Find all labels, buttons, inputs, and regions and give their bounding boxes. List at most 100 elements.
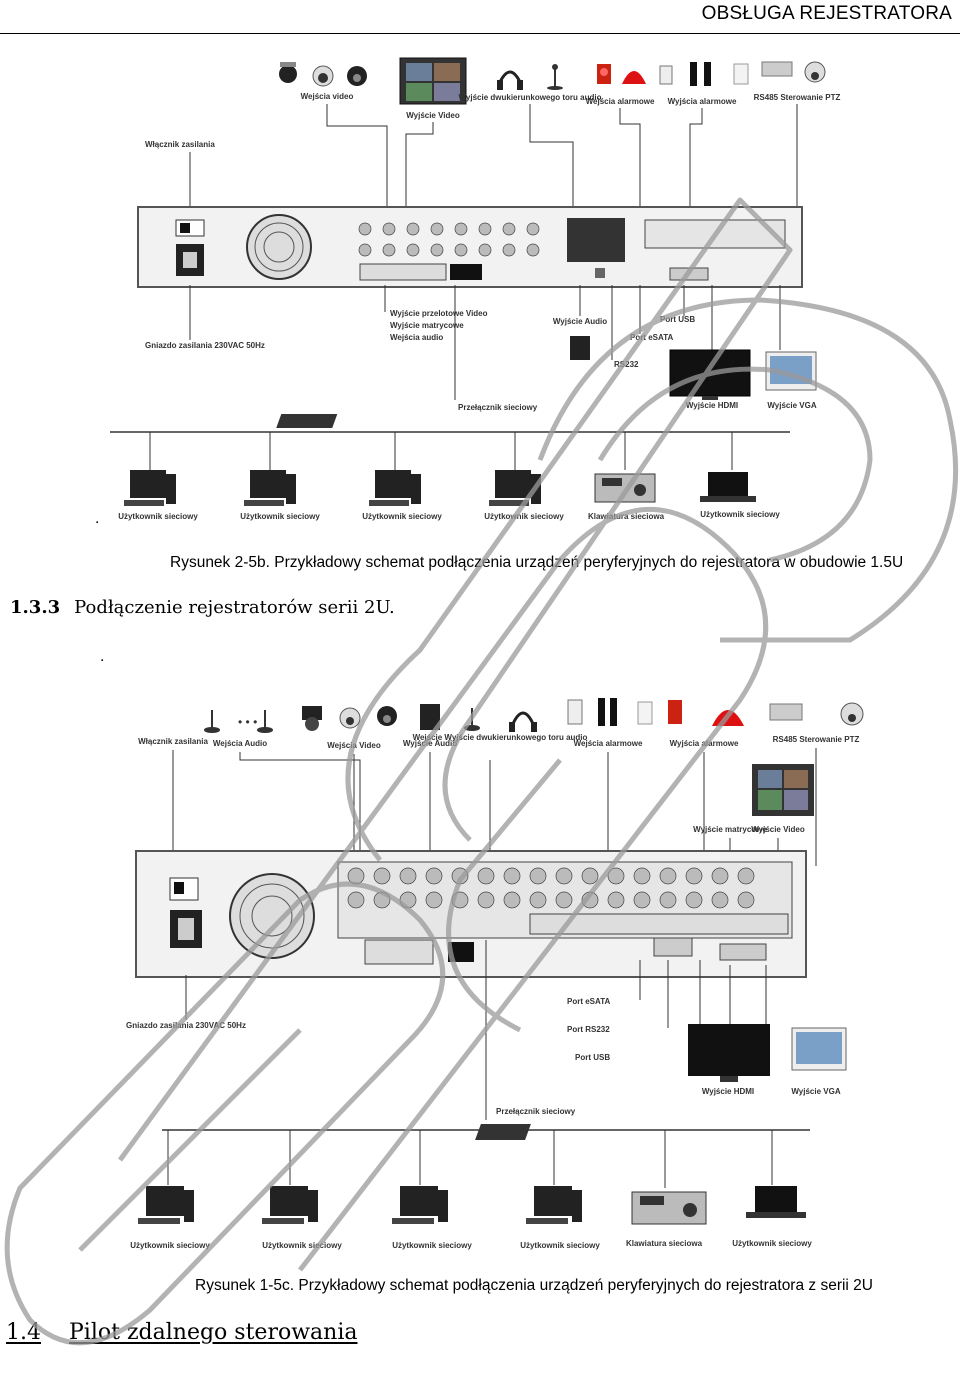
bnc-connector xyxy=(711,891,729,909)
label-video-inputs: Wejścia Video xyxy=(327,741,381,750)
label-usb-port: Port USB xyxy=(660,315,695,324)
label-video-output: Wyjście Video xyxy=(406,111,460,120)
label-audio-in-out: Wyjście dwukierunkowego toru audio xyxy=(459,93,602,102)
workstation-icons xyxy=(124,470,541,506)
label-alarm-inputs: Wejścia alarmowe xyxy=(586,97,655,106)
bnc-connector xyxy=(373,867,391,885)
section-title: Podłączenie rejestratorów serii 2U. xyxy=(74,597,395,618)
label-network-switch: Przełącznik sieciowy xyxy=(458,403,538,412)
label-matrix-output: Wyjście matrycowe xyxy=(390,321,464,330)
bnc-connector xyxy=(633,891,651,909)
bnc-connector xyxy=(425,891,443,909)
diagram-2: • • • Włącznik zasilania Wejścia Audio W… xyxy=(126,698,864,1250)
bnc-connector xyxy=(451,891,469,909)
bnc-connector xyxy=(711,867,729,885)
label-network-keyboard: Klawiatura sieciowa xyxy=(588,512,665,521)
bnc-connector xyxy=(555,891,573,909)
bnc-connector xyxy=(737,867,755,885)
laptop-icon xyxy=(708,472,748,496)
bnc-connector xyxy=(685,891,703,909)
label-power-socket: Gniazdo zasilania 230VAC 50Hz xyxy=(126,1021,246,1030)
label-power-socket: Gniazdo zasilania 230VAC 50Hz xyxy=(145,341,265,350)
bnc-connector xyxy=(607,891,625,909)
bnc-connector xyxy=(425,867,443,885)
hdmi-monitor-icon xyxy=(669,349,751,397)
label-audio-output: Wyjście Audio xyxy=(553,317,607,326)
bnc-connector xyxy=(399,867,417,885)
label-network-user: Użytkownik sieciowy xyxy=(700,510,780,519)
bnc-connector xyxy=(399,891,417,909)
label-rs485: RS485 Sterowanie PTZ xyxy=(773,735,860,744)
bnc-connector xyxy=(633,867,651,885)
label-hdmi-output: Wyjście HDMI xyxy=(702,1087,754,1096)
ptz-camera-icon xyxy=(761,61,826,83)
label-vga-output: Wyjście VGA xyxy=(791,1087,840,1096)
stray-dot: . xyxy=(95,510,100,527)
bnc-connector xyxy=(477,867,495,885)
stray-dot: . xyxy=(100,648,105,665)
headphones-icon xyxy=(497,70,523,90)
label-rs232-port: Port RS232 xyxy=(567,1025,610,1034)
label-rs485: RS485 Sterowanie PTZ xyxy=(754,93,841,102)
hdmi-monitor-icon xyxy=(688,1024,770,1076)
label-network-switch: Przełącznik sieciowy xyxy=(496,1107,576,1116)
label-audio-in-out: Wejście Wyjście dwukierunkowego toru aud… xyxy=(413,733,588,742)
label-audio-inputs: Wejścia Audio xyxy=(213,739,267,748)
figure-1-caption: Rysunek 2-5b. Przykładowy schemat podłąc… xyxy=(170,554,904,571)
network-switch-icon xyxy=(475,1124,531,1140)
label-network-user: Użytkownik sieciowy xyxy=(130,1241,210,1250)
speaker-icon xyxy=(570,336,590,360)
bnc-connector xyxy=(503,867,521,885)
section-title: Pilot zdalnego sterowania xyxy=(69,1320,358,1345)
bnc-connector xyxy=(347,891,365,909)
ellipsis-dots: • • • xyxy=(238,715,257,729)
section-number: 1.4 xyxy=(6,1320,41,1345)
bnc-connector xyxy=(529,867,547,885)
label-network-user: Użytkownik sieciowy xyxy=(392,1241,472,1250)
network-switch-icon xyxy=(276,414,338,428)
label-rs232: RS232 xyxy=(614,360,639,369)
label-loop-video: Wyjście przelotowe Video xyxy=(390,309,488,318)
bnc-connector xyxy=(347,867,365,885)
page-header: OBSŁUGA REJESTRATORA xyxy=(0,0,960,34)
label-alarm-inputs: Wejścia alarmowe xyxy=(574,739,643,748)
bnc-connector xyxy=(555,867,573,885)
label-esata-port: Port eSATA xyxy=(630,333,673,342)
bnc-connector xyxy=(477,891,495,909)
diagram-1: Wejścia video Wyjście Video Wyjście dwuk… xyxy=(110,57,841,521)
bnc-connector xyxy=(503,891,521,909)
section-1-3-3-heading: 1.3.3 Podłączenie rejestratorów serii 2U. xyxy=(10,597,395,618)
label-network-user: Użytkownik sieciowy xyxy=(118,512,198,521)
label-vga-output: Wyjście VGA xyxy=(767,401,816,410)
ptz-camera-icon xyxy=(769,702,864,726)
label-usb-port: Port USB xyxy=(575,1053,610,1062)
label-alarm-outputs: Wyjścia alarmowe xyxy=(668,97,737,106)
alarm-siren-icons xyxy=(597,62,749,86)
label-power-switch: Włącznik zasilania xyxy=(145,140,215,149)
section-number: 1.3.3 xyxy=(10,597,61,618)
microphone-icon xyxy=(547,64,563,90)
bnc-connector xyxy=(373,891,391,909)
headphones-icon xyxy=(509,711,537,732)
bnc-connector xyxy=(607,867,625,885)
bnc-connector xyxy=(659,891,677,909)
alarm-sensor-icons xyxy=(567,698,744,726)
figure-2-caption: Rysunek 1-5c. Przykładowy schemat podłąc… xyxy=(195,1277,873,1294)
label-hdmi-output: Wyjście HDMI xyxy=(686,401,738,410)
label-network-user: Użytkownik sieciowy xyxy=(240,512,320,521)
bnc-connector xyxy=(685,867,703,885)
speaker-icon xyxy=(420,704,440,730)
label-network-user: Użytkownik sieciowy xyxy=(262,1241,342,1250)
camera-icons xyxy=(279,62,367,87)
bnc-connector xyxy=(451,867,469,885)
section-1-4-heading: 1.4 Pilot zdalnego sterowania xyxy=(6,1320,357,1345)
label-alarm-outputs: Wyjścia alarmowe xyxy=(670,739,739,748)
label-network-user: Użytkownik sieciowy xyxy=(732,1239,812,1248)
label-network-keyboard: Klawiatura sieciowa xyxy=(626,1239,703,1248)
label-network-user: Użytkownik sieciowy xyxy=(520,1241,600,1250)
bnc-connector xyxy=(659,867,677,885)
bnc-connector xyxy=(581,891,599,909)
bnc-connector xyxy=(529,891,547,909)
camera-icons xyxy=(302,706,397,731)
label-video-output: Wyjście Video xyxy=(751,825,805,834)
